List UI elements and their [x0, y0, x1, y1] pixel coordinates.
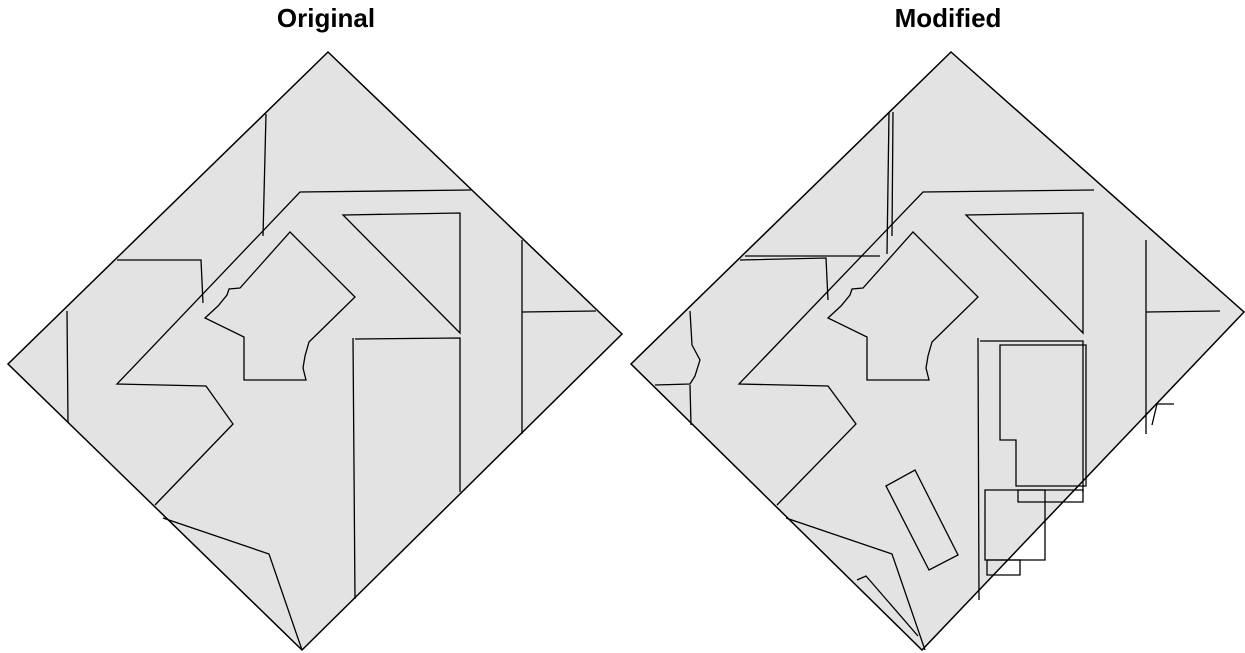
original-map: [6, 50, 624, 652]
modified-bottom-wedge: [785, 517, 926, 651]
modified-center-lot-top-edge: [980, 340, 1084, 492]
modified-rotated-building: [885, 469, 959, 571]
modified-outer-boundary: [629, 50, 1245, 652]
modified-vertical-line-top-left: [886, 111, 890, 255]
modified-right-small-notch: [1151, 403, 1174, 426]
original-parcel-left-top: [117, 259, 204, 304]
original-vertical-line-top-left: [262, 113, 267, 237]
modified-center-lot-left-edge: [977, 337, 980, 601]
original-center-lot-top-edge: [354, 337, 461, 492]
modified-building-rect-right: [999, 344, 1087, 487]
modified-small-lot-2: [1017, 489, 1084, 503]
modified-left-sliver: [654, 310, 701, 386]
original-triangle-parcel: [341, 212, 461, 335]
modified-panel-title: Modified: [894, 3, 1002, 33]
original-left-vertical-line: [66, 310, 69, 424]
modified-right-horizontal-line: [1145, 310, 1221, 313]
modified-map: [629, 50, 1245, 652]
original-panel-title: Original: [276, 3, 376, 33]
modified-left-vertical-line: [689, 384, 692, 426]
modified-small-lot-3: [986, 559, 1021, 576]
modified-bottom-sliver: [856, 575, 919, 637]
original-road-outer-edge: [115, 189, 472, 506]
original-outer-boundary: [6, 50, 624, 652]
modified-road-outer-edge: [737, 189, 1095, 506]
original-center-lot-left-edge: [352, 337, 356, 600]
modified-vertical-line-top-left-2: [891, 111, 894, 237]
modified-parcel-left-top: [739, 257, 829, 301]
modified-triangle-parcel: [964, 212, 1084, 335]
original-building-center: [203, 231, 356, 381]
original-bottom-wedge: [162, 517, 303, 651]
original-right-horizontal-line: [521, 310, 597, 313]
modified-building-center: [826, 231, 979, 381]
